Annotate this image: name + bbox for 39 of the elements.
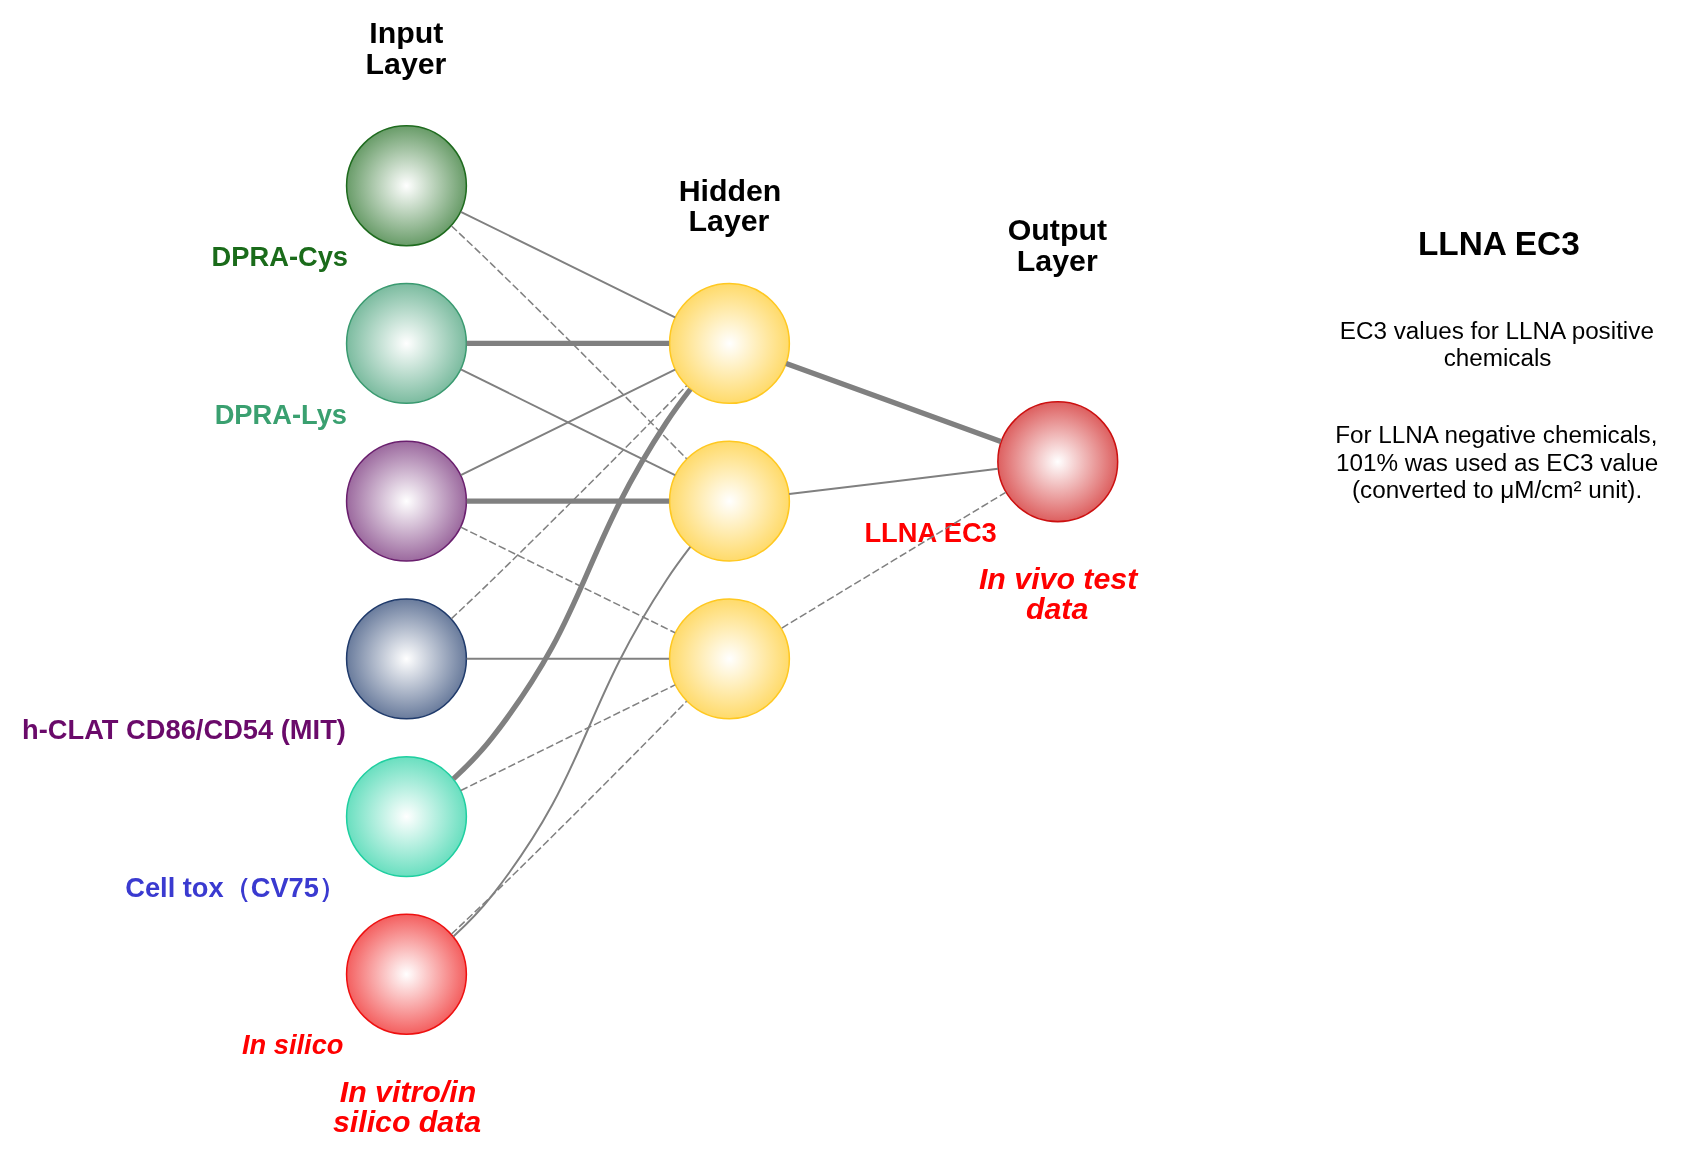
node-circle	[345, 755, 468, 878]
connector	[451, 387, 693, 781]
node-circle	[997, 401, 1119, 523]
connector	[466, 340, 670, 347]
connector	[450, 385, 688, 620]
node-circle	[668, 282, 791, 405]
connector	[460, 684, 676, 792]
node-label: DPRA-Lys	[214, 398, 348, 430]
connector	[785, 361, 1002, 445]
node-label: h-CLAT CD86/CD54 (MIT)	[22, 714, 346, 746]
connector	[450, 225, 688, 460]
node-label: In silico	[241, 1029, 344, 1061]
node-circle	[345, 282, 468, 405]
node-circle	[668, 440, 791, 562]
label: For LLNA negative chemicals, 101% was used as EC3 value (converted to μM/cm² unit).	[1335, 421, 1659, 503]
node-circle	[345, 598, 468, 720]
node-circle	[345, 125, 468, 247]
connector	[466, 498, 670, 504]
label: In vivo test data	[978, 562, 1138, 626]
label: EC3 values for LLNA positive chemicals	[1339, 316, 1654, 371]
connector	[450, 700, 688, 935]
label: Hidden Layer	[678, 173, 782, 238]
node-label: Cell tox（CV75）	[125, 871, 346, 903]
label: In vitro/in silico data	[332, 1074, 482, 1138]
node-circle	[345, 440, 468, 562]
label: Input Layer	[365, 16, 447, 80]
connector	[460, 526, 676, 634]
node-label: DPRA-Cys	[211, 240, 349, 272]
label: LLNA EC3	[1417, 224, 1580, 262]
connector	[781, 491, 1007, 629]
label: Output Layer	[1007, 213, 1108, 277]
connector	[459, 368, 677, 477]
node-circle	[668, 598, 791, 720]
connector	[459, 210, 677, 319]
connector	[452, 545, 692, 938]
connector	[465, 657, 671, 660]
connector	[788, 467, 1000, 496]
node-label: LLNA EC3	[864, 516, 997, 548]
node-circle	[345, 913, 468, 1035]
